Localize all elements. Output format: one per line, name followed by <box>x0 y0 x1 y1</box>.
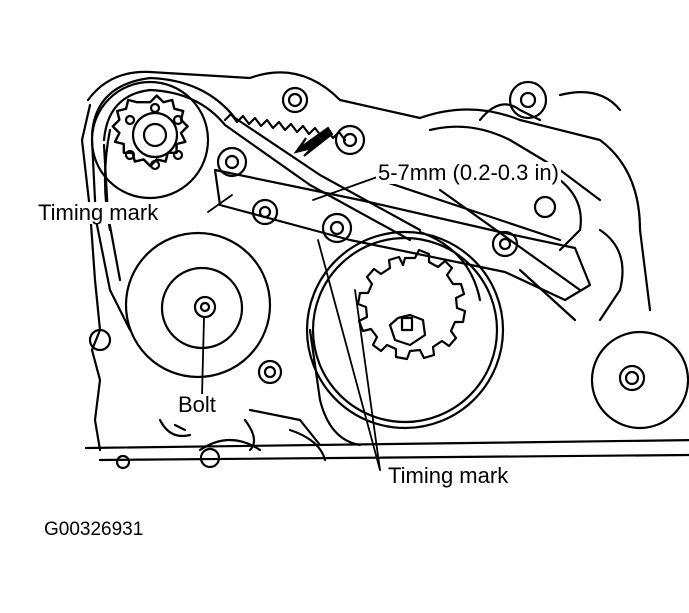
right-pulley <box>590 330 689 430</box>
tensioner-pulley <box>124 231 272 379</box>
tensioner-arm <box>213 168 592 322</box>
figure-code: G00326931 <box>44 519 144 540</box>
timing-belt <box>90 76 482 447</box>
timing-mark-label-upper: Timing mark <box>36 200 161 225</box>
leader-lines <box>201 175 381 471</box>
crankshaft-sprocket <box>305 230 505 430</box>
lower-parts <box>115 418 327 470</box>
bolt-label: Bolt <box>176 392 218 417</box>
timing-mark-label-lower: Timing mark <box>386 463 511 488</box>
block-bolts <box>88 80 557 469</box>
belt-deflection-label: 5-7mm (0.2-0.3 in) <box>376 160 561 185</box>
deflection-arrow <box>293 126 334 157</box>
camshaft-sprocket <box>90 80 210 200</box>
engine-block-outline <box>80 70 689 462</box>
